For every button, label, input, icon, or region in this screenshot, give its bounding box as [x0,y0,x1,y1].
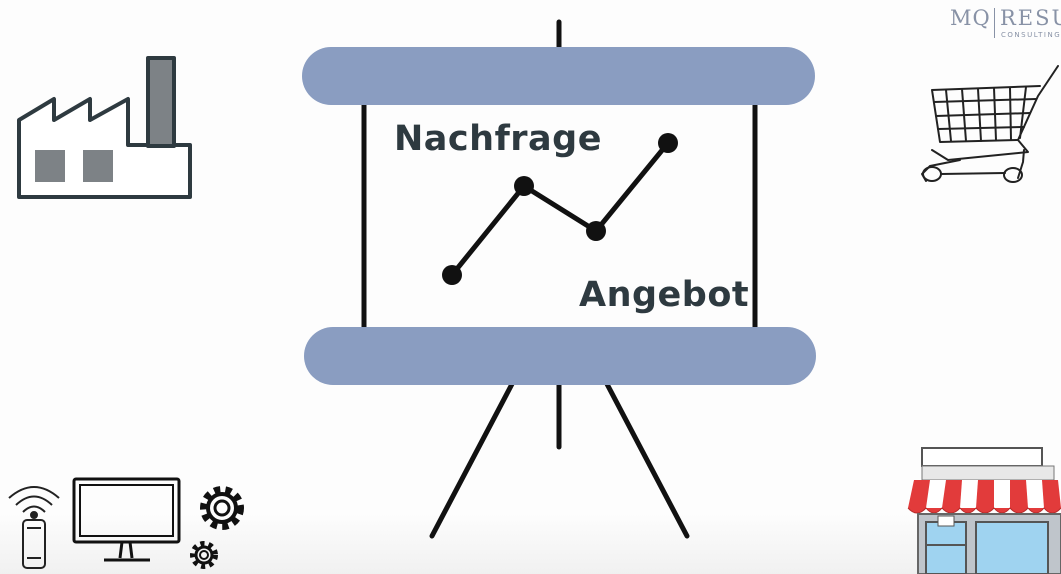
logo-text-right: RESU [1000,6,1061,30]
supply-label: Angebot [579,275,750,315]
graph-point [442,265,462,285]
factory-icon [17,56,192,199]
demand-label: Nachfrage [394,119,602,159]
trend-line [450,141,670,277]
trend-line-graph [442,133,678,285]
company-logo: MQ RESU CONSULTING [950,4,1061,40]
graph-point [514,176,534,196]
shopping-cart-icon [921,65,1059,183]
logo-subtitle: CONSULTING [1001,31,1061,39]
smartphone-wifi-icon [8,486,60,569]
easel-roll-bottom [304,327,816,385]
easel-roll-top [302,47,815,105]
logo-text-left: MQ [950,6,991,30]
monitor-icon [72,477,181,562]
logo-divider [994,8,995,38]
gears-icon [190,486,244,569]
graph-point [658,133,678,153]
graph-point [586,221,606,241]
bottom-gradient [0,514,1061,574]
storefront-icon [907,447,1061,574]
presentation-easel [361,19,758,539]
